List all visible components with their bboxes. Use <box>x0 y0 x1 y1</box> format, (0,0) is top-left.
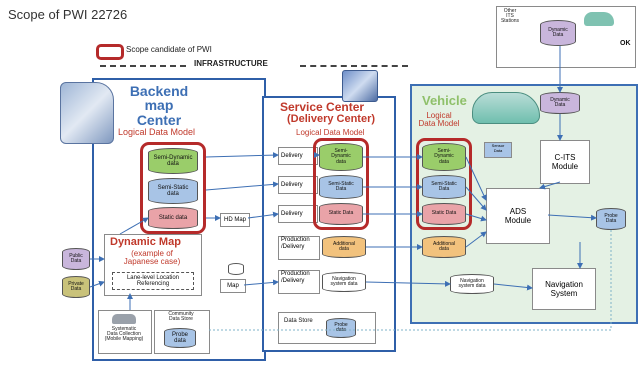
dynamic-map-box <box>104 234 202 296</box>
public-data: Public Data <box>62 248 90 270</box>
service-probe-data: Probe data <box>326 318 356 338</box>
systematic-data-collection: Systematic Data Collection (Mobile Mappi… <box>104 326 144 342</box>
hd-map-label: HD Map <box>220 213 250 227</box>
backend-semi-dynamic-data: Semi-Dynamic data <box>148 148 198 174</box>
sensor-data: Sensor Data <box>484 142 512 158</box>
delivery-box-2: Delivery <box>278 176 318 194</box>
delivery-box-1: Delivery <box>278 147 318 165</box>
page-title: Scope of PWI 22726 <box>8 7 128 22</box>
delivery-box-3: Delivery <box>278 205 318 223</box>
lane-level-location-referencing: Lane-level Location Referencing <box>112 272 194 290</box>
service-center-title: Service Center <box>280 100 365 114</box>
legend-label: Scope candidate of PWI <box>126 45 212 54</box>
backend-probe-data: Probe data <box>164 328 196 348</box>
data-store-label: Data Store <box>284 318 313 324</box>
service-static-data: Static Data <box>319 203 363 225</box>
service-additional-data: Additional data <box>322 236 366 258</box>
vehicle-semi-static-data: Semi-Static Data <box>422 175 466 199</box>
service-building-icon <box>342 70 378 102</box>
vehicle-dynamic-data: Dynamic Data <box>540 92 580 114</box>
service-navigation-data: Navigation system data <box>322 272 366 292</box>
dynamic-map-title: Dynamic Map <box>110 236 181 248</box>
service-scope-box <box>313 138 369 230</box>
private-data: Private Data <box>62 276 90 298</box>
map-label: Map <box>220 279 246 293</box>
navigation-system: Navigation System <box>532 268 596 310</box>
vehicle-semi-dynamic-data: Semi- Dynamic data <box>422 143 466 171</box>
backend-scope-box <box>140 142 206 234</box>
cits-module: C-ITS Module <box>540 140 590 184</box>
backend-static-data: Static data <box>148 207 198 229</box>
production-delivery-box-1: Production /Delivery <box>278 236 320 260</box>
other-dynamic-data: Dynamic Data <box>540 20 576 46</box>
ads-module: ADS Module <box>486 188 550 244</box>
infrastructure-label: INFRASTRUCTURE <box>194 59 268 68</box>
vehicle-probe-data: Probe Data <box>596 208 626 230</box>
infrastructure-line-right <box>300 65 408 67</box>
vehicle-additional-data: Additional data <box>422 236 466 258</box>
vehicle-static-data: Static Data <box>422 203 466 225</box>
map-cylinder <box>228 263 244 275</box>
production-delivery-box-2: Production /Delivery <box>278 270 320 294</box>
backend-model-label: Logical Data Model <box>118 127 196 137</box>
vehicle-car-icon <box>472 92 540 124</box>
other-its-title: Other ITS Stations <box>500 8 520 24</box>
other-car-icon <box>584 12 614 26</box>
survey-car-icon <box>112 314 136 324</box>
backend-building-icon <box>60 82 114 144</box>
vehicle-title: Vehicle <box>422 93 467 108</box>
dynamic-map-subtitle: (example of Japanese case) <box>123 249 181 266</box>
vehicle-model-label: Logical Data Model <box>418 111 460 128</box>
service-center-subtitle: (Delivery Center) <box>287 113 376 125</box>
infrastructure-line-left <box>100 65 186 67</box>
legend-swatch <box>96 44 124 60</box>
other-ok-label: OK <box>620 40 631 47</box>
backend-semi-static-data: Semi-Static data <box>148 178 198 204</box>
service-semi-dynamic-data: Semi- Dynamic data <box>319 143 363 171</box>
backend-title: Backend map Center <box>129 83 189 128</box>
service-semi-static-data: Semi-Static Data <box>319 175 363 199</box>
service-model-label: Logical Data Model <box>296 128 365 137</box>
community-data-store: Community Data Store <box>168 311 194 322</box>
vehicle-navigation-data: Navigation system data <box>450 274 494 294</box>
